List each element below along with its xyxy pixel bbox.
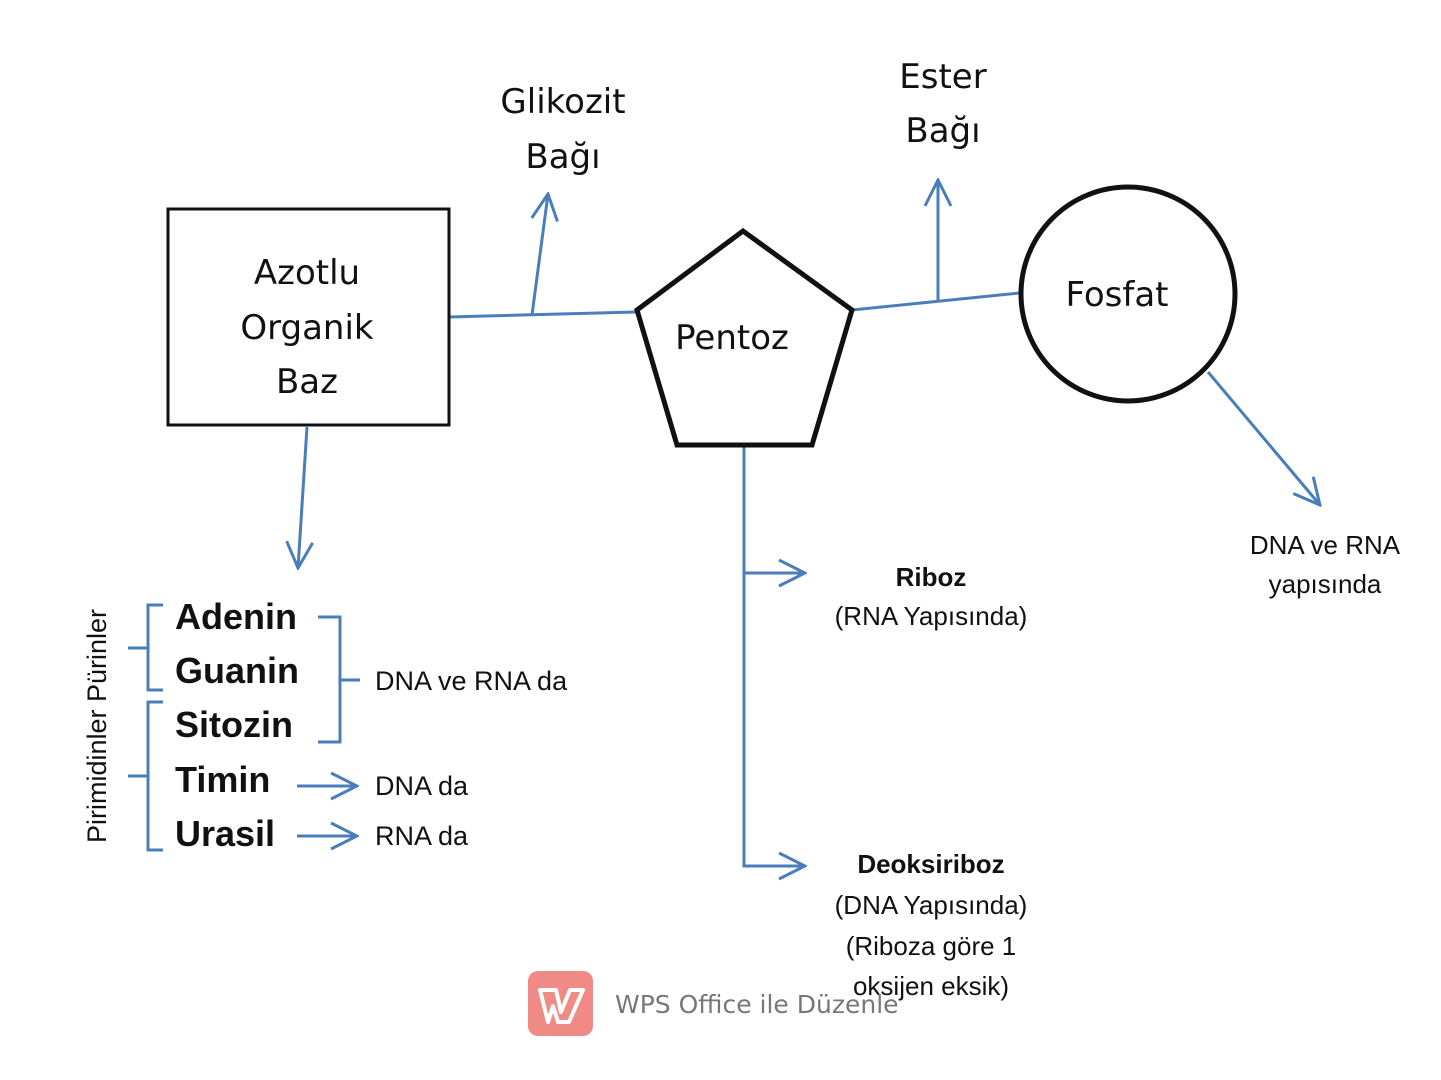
base-group-label: Pirimidinler Pürinler (82, 609, 112, 843)
base-label-1: Azotlu (254, 253, 360, 293)
pentose-phosphate-link (851, 291, 1021, 312)
phosphate-note-arrow (1206, 371, 1320, 505)
base-pentose-link (448, 310, 638, 319)
watermark-text: WPS Office ile Düzenle (615, 990, 899, 1019)
deoxyribose-note-1: (DNA Yapısında) (835, 890, 1028, 920)
phosphate-note-2: yapısında (1269, 569, 1382, 599)
phosphate-label: Fosfat (1066, 275, 1169, 315)
base-label-3: Baz (276, 362, 338, 402)
deoxyribose-arrow (742, 447, 805, 866)
base-box (166, 207, 451, 427)
pentose-pentagon (634, 227, 855, 448)
timin-note: DNA da (375, 771, 469, 801)
glycosidic-label-1: Glikozit (500, 82, 625, 122)
base-down-arrow (298, 426, 307, 568)
shared-bracket (318, 615, 360, 744)
connectors (298, 180, 1320, 866)
ribose-title: Riboz (896, 562, 967, 592)
ester-label-1: Ester (899, 57, 986, 97)
pentose-label: Pentoz (675, 318, 789, 358)
base-label-2: Organik (240, 308, 374, 348)
base-adenin: Adenin (175, 596, 297, 637)
phosphate-circle (1018, 184, 1238, 404)
base-sitozin: Sitozin (175, 704, 293, 745)
deoxyribose-note-3: oksijen eksik) (853, 971, 1009, 1001)
base-timin: Timin (175, 759, 270, 800)
glycosidic-label-2: Bağı (525, 137, 600, 177)
ribose-note: (RNA Yapısında) (835, 601, 1028, 631)
urasil-note: RNA da (375, 821, 469, 851)
deoxyribose-title: Deoksiriboz (857, 849, 1004, 879)
wps-watermark: WPS Office ile Düzenle (528, 971, 899, 1036)
purine-bracket (128, 603, 163, 692)
glycosidic-arrow (532, 194, 548, 316)
phosphate-note-1: DNA ve RNA (1250, 530, 1401, 560)
deoxyribose-note-2: (Riboza göre 1 (846, 931, 1017, 961)
wps-logo-glyph-icon (538, 988, 585, 1024)
shared-note: DNA ve RNA da (375, 666, 568, 696)
pyrimidine-bracket (128, 700, 163, 852)
base-urasil: Urasil (175, 813, 275, 854)
base-guanin: Guanin (175, 650, 299, 691)
ester-label-2: Bağı (905, 111, 980, 151)
